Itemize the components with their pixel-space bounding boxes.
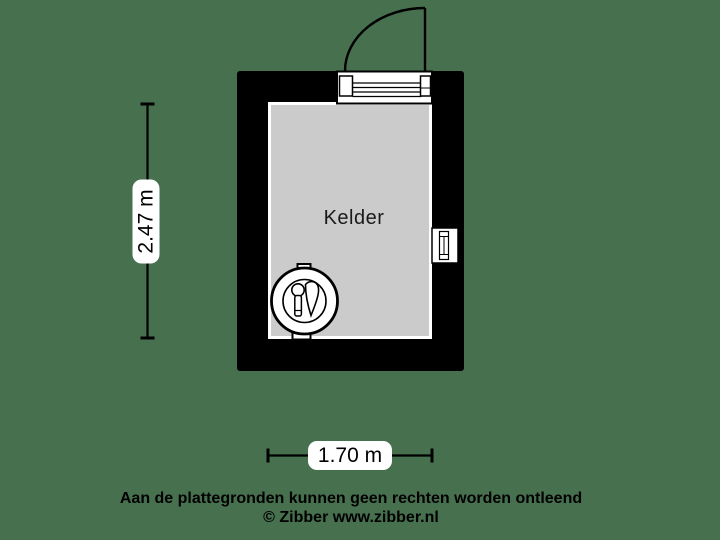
- room-label: Kelder: [323, 207, 385, 229]
- door-swing-icon: [343, 6, 427, 72]
- footer-disclaimer: Aan de plattegronden kunnen geen rechten…: [119, 490, 583, 507]
- footer: Aan de plattegronden kunnen geen rechten…: [0, 489, 711, 527]
- dimension-height-endcaps: [140, 102, 155, 340]
- window-pane-lines: [439, 236, 449, 255]
- footer-copyright: © Zibber www.zibber.nl: [263, 509, 439, 526]
- boiler-valve-stem: [294, 294, 303, 317]
- boiler-drop-shape: [304, 280, 320, 318]
- dimension-width-endcaps: [266, 448, 434, 463]
- basement-window-icon: [431, 227, 459, 264]
- door-opening: [336, 70, 433, 105]
- door-jamb-left: [338, 75, 354, 97]
- door-jamb-right: [419, 75, 432, 97]
- boiler-outer-circle: [270, 266, 339, 336]
- boiler-icon: [270, 263, 339, 341]
- dimension-height-label: 2.47 m: [132, 179, 160, 264]
- dimension-width-label: 1.70 m: [308, 441, 392, 470]
- door-swing-arc: [343, 6, 426, 72]
- door-step-lines: [352, 82, 422, 98]
- boiler-inner-circle: [282, 278, 327, 324]
